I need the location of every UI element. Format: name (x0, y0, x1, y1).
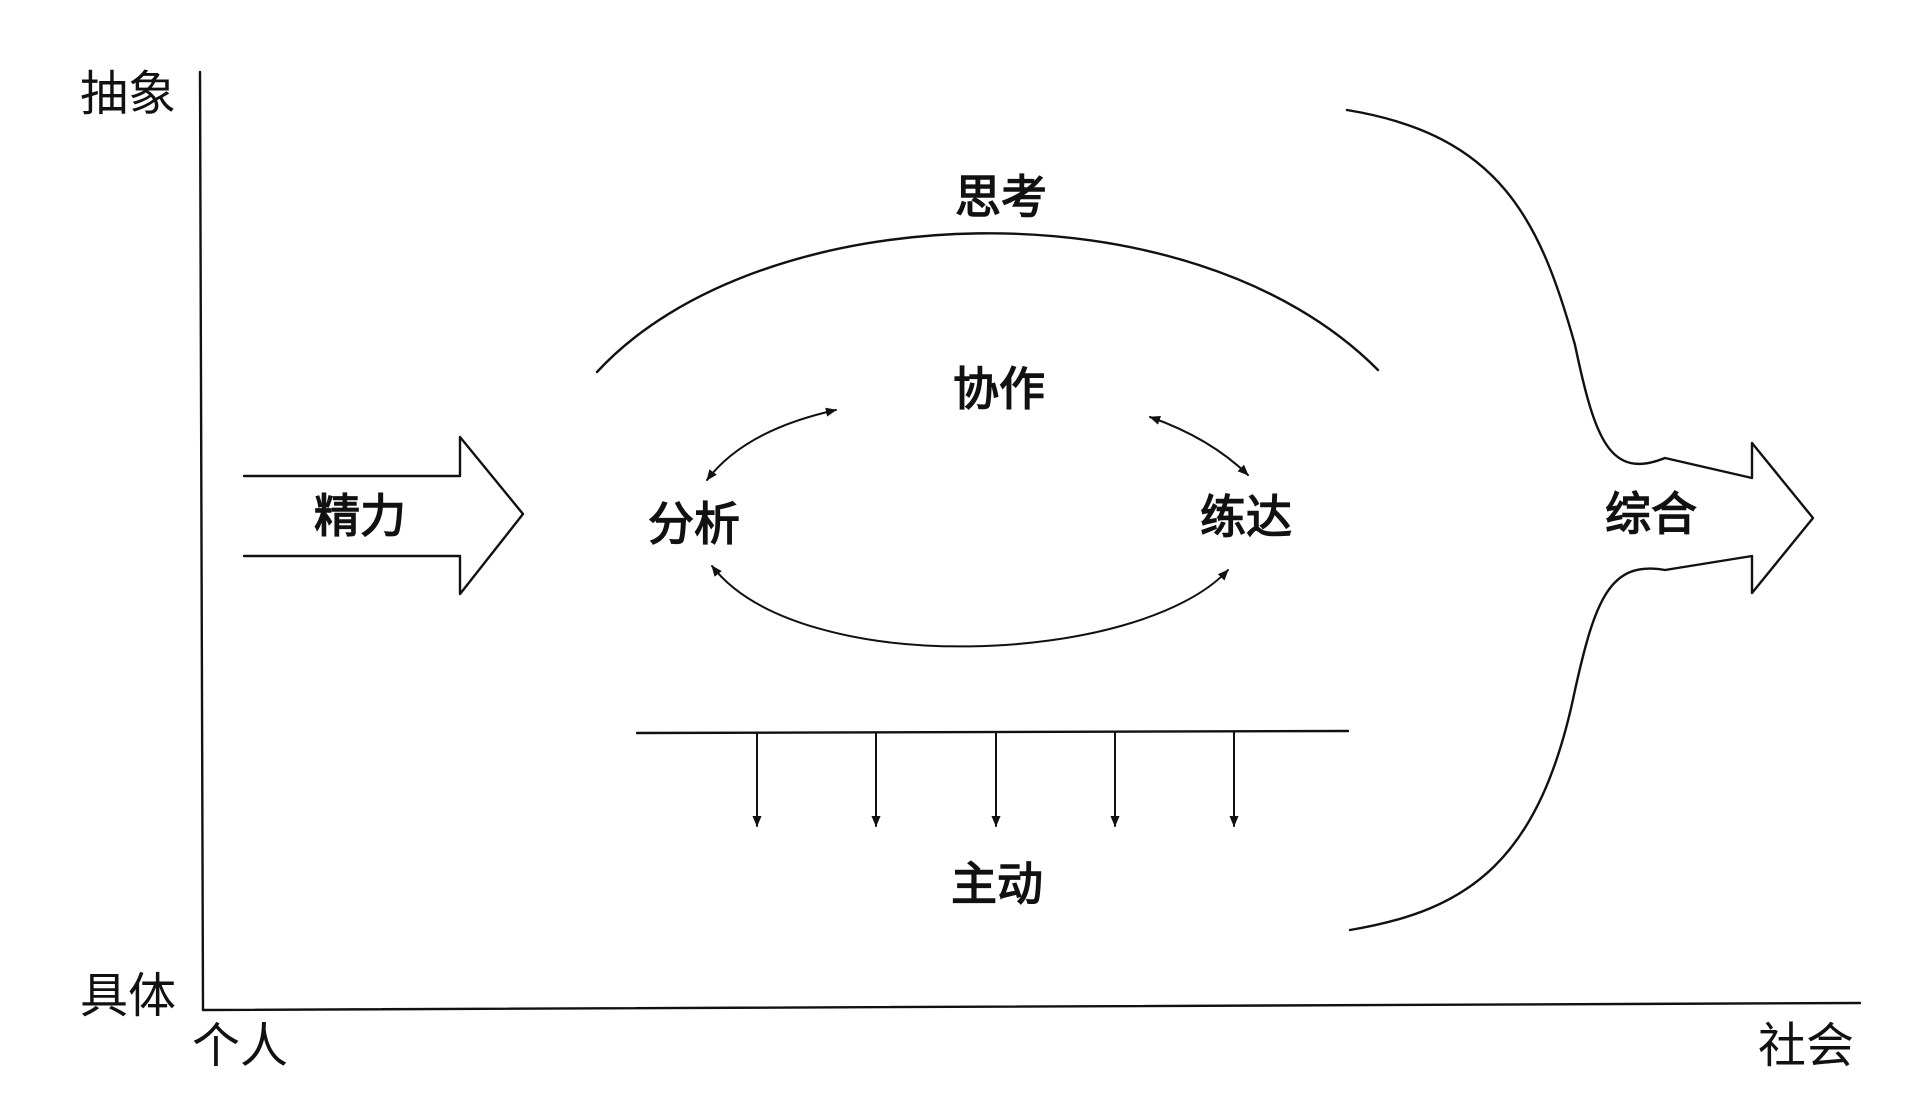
input-label: 精力 (314, 489, 406, 543)
axis-label-society: 社会 (1758, 1018, 1854, 1074)
initiative-bar (635, 729, 1350, 735)
axis-label-concrete: 具体 (80, 968, 176, 1024)
axis-label-individual: 个人 (192, 1018, 288, 1074)
analysis-collaboration-arrow (706, 407, 837, 481)
input-block-arrow (242, 435, 525, 596)
thinking-arc (595, 232, 1380, 374)
collaboration-proficiency-arrow (1149, 416, 1249, 476)
collaboration-label: 协作 (953, 362, 1045, 416)
initiative-label: 主动 (951, 857, 1043, 911)
analysis-label: 分析 (648, 497, 740, 551)
y-axis (198, 70, 205, 1012)
thinking-label: 思考 (955, 170, 1047, 224)
analysis-proficiency-arrow (711, 565, 1229, 648)
synthesis-funnel-arrow (1345, 108, 1815, 932)
axis-label-abstract: 抽象 (80, 66, 176, 122)
x-axis (201, 1001, 1862, 1012)
synthesis-label: 综合 (1605, 487, 1697, 541)
proficiency-label: 练达 (1200, 490, 1292, 544)
